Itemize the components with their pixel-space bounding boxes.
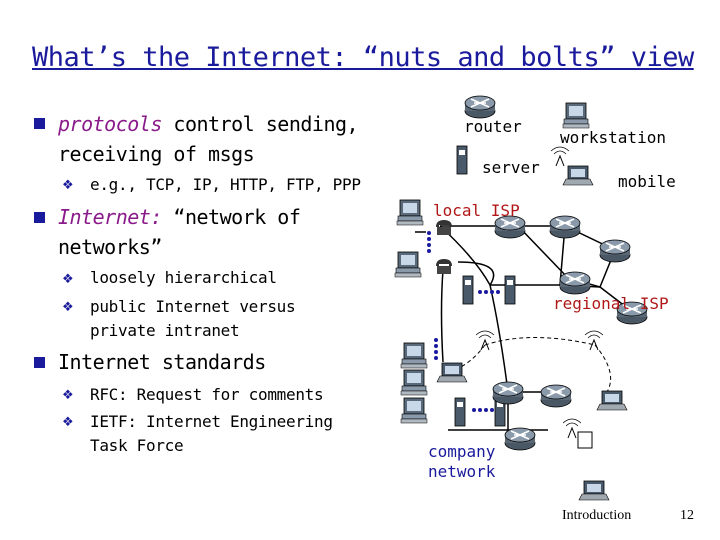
bullet-standards: Internet standards bbox=[58, 350, 266, 374]
server-icon bbox=[462, 275, 474, 305]
router-icon bbox=[559, 271, 591, 295]
bullet-text: control sending, bbox=[161, 112, 359, 136]
subbullet-marker: ❖ bbox=[62, 415, 74, 430]
workstation-icon bbox=[396, 199, 424, 226]
subbullet-rfc: RFC: Request for comments bbox=[90, 385, 324, 404]
router-icon bbox=[549, 215, 581, 239]
legend-router: router bbox=[464, 117, 522, 136]
wireless-antenna-icon bbox=[550, 146, 570, 167]
subbullet-marker: ❖ bbox=[62, 300, 74, 315]
telephone-icon bbox=[436, 259, 452, 274]
wireless-links bbox=[449, 337, 612, 396]
workstation-icon bbox=[400, 397, 428, 424]
bullet-protocols-line1: protocols control sending, bbox=[58, 112, 359, 136]
term-protocols: protocols bbox=[58, 112, 162, 136]
mobile-icon bbox=[562, 165, 594, 186]
subbullet-hierarchical: loosely hierarchical bbox=[90, 268, 277, 287]
subbullet-marker: ❖ bbox=[62, 178, 74, 193]
telephone-icon bbox=[436, 220, 452, 235]
subbullet-marker: ❖ bbox=[62, 272, 74, 287]
subbullet-ietf-line2: Task Force bbox=[90, 436, 184, 455]
legend-mobile: mobile bbox=[618, 172, 676, 191]
laptop-icon bbox=[596, 390, 628, 411]
dots-icon bbox=[427, 231, 431, 253]
bullet-marker bbox=[34, 212, 45, 223]
bullet-internet-line2: networks” bbox=[58, 235, 162, 259]
bullet-text: “network of bbox=[161, 205, 301, 229]
label-company-network: company network bbox=[428, 442, 496, 481]
subbullet-public-line2: private intranet bbox=[90, 321, 240, 340]
router-icon bbox=[492, 381, 524, 405]
workstation-icon bbox=[562, 102, 590, 129]
access-point-icon bbox=[577, 431, 593, 449]
dots-icon bbox=[472, 408, 494, 412]
wireless-antenna-icon bbox=[475, 330, 495, 351]
bullet-marker bbox=[34, 357, 45, 368]
server-icon bbox=[504, 275, 516, 305]
term-internet: Internet: bbox=[58, 205, 162, 229]
footer-section: Introduction bbox=[562, 508, 632, 523]
label-local-isp: local ISP bbox=[433, 201, 520, 220]
server-icon bbox=[454, 397, 466, 427]
footer-page-number: 12 bbox=[680, 508, 694, 523]
laptop-icon bbox=[578, 480, 610, 501]
bullet-protocols-line2: receiving of msgs bbox=[58, 142, 255, 166]
subbullet-protocol-examples: e.g., TCP, IP, HTTP, FTP, PPP bbox=[90, 175, 361, 194]
router-icon bbox=[540, 384, 572, 408]
workstation-icon bbox=[400, 342, 428, 369]
subbullet-marker: ❖ bbox=[62, 388, 74, 403]
subbullet-public-line1: public Internet versus bbox=[90, 297, 296, 316]
router-icon bbox=[599, 239, 631, 263]
bullet-internet-line1: Internet: “network of bbox=[58, 205, 301, 229]
slide-title: What’s the Internet: “nuts and bolts” vi… bbox=[32, 42, 694, 73]
legend-server: server bbox=[482, 158, 540, 177]
dots-icon bbox=[478, 290, 500, 294]
legend-workstation: workstation bbox=[560, 128, 666, 147]
server-icon bbox=[456, 145, 468, 175]
dots-icon bbox=[434, 338, 438, 360]
router-icon bbox=[464, 95, 496, 119]
wireless-antenna-icon bbox=[584, 330, 604, 351]
workstation-icon bbox=[394, 251, 422, 278]
bullet-marker bbox=[34, 118, 45, 129]
label-regional-isp: regional ISP bbox=[553, 294, 669, 313]
workstation-icon bbox=[400, 369, 428, 396]
subbullet-ietf-line1: IETF: Internet Engineering bbox=[90, 412, 333, 431]
